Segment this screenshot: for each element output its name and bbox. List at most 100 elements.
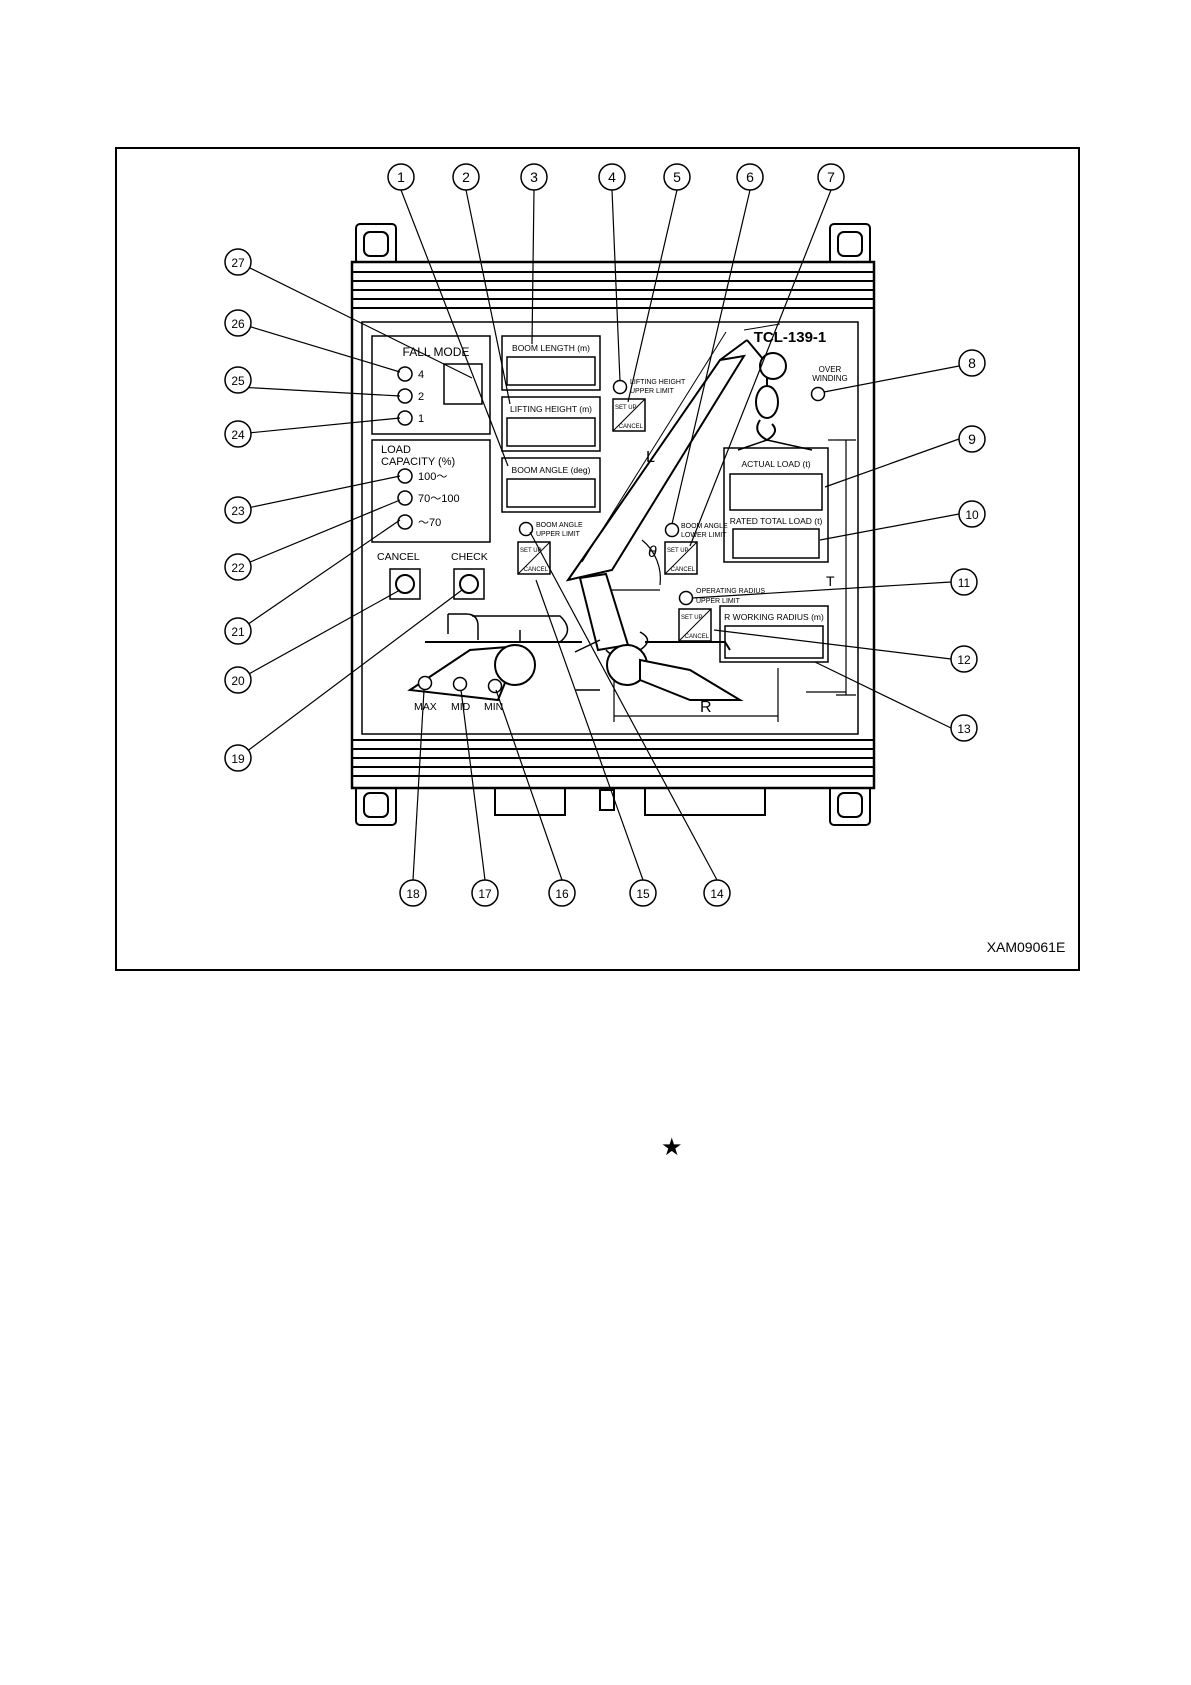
- lifting-height-upper-lamp: [612, 379, 628, 395]
- load-capacity-title-line1: LOAD: [381, 444, 411, 456]
- callout-26-label: 26: [231, 317, 245, 331]
- setup-label: SET UP: [667, 548, 689, 554]
- callout-9: [958, 425, 986, 453]
- operating-radius-upper-lamp: [678, 590, 694, 606]
- callout-13-label: 13: [957, 722, 971, 736]
- radius-symbol: R: [700, 699, 712, 716]
- callout-3: [520, 163, 548, 191]
- figure-frame: [115, 147, 1080, 971]
- callout-23-label: 23: [231, 504, 245, 518]
- callout-7: [817, 163, 845, 191]
- callout-12: [950, 645, 978, 673]
- load-100-label: 100～: [418, 471, 447, 483]
- fall-mode-1-lamp: [397, 410, 413, 426]
- mounting-tabs: [355, 223, 871, 826]
- callout-13: [950, 714, 978, 742]
- lifting-height-label: LIFTING HEIGHT (m): [510, 404, 592, 414]
- check-button-frame: [453, 568, 485, 600]
- star-icon: ★: [661, 1133, 683, 1161]
- callout-7-label: 7: [827, 169, 835, 185]
- callout-10: [958, 500, 986, 528]
- callout-15: [629, 879, 657, 907]
- figure-code: XAM09061E: [987, 939, 1066, 955]
- callout-10-label: 10: [965, 508, 979, 522]
- boom-angle-display: [506, 478, 596, 508]
- mid-lamp: [452, 676, 468, 692]
- min-lamp: [487, 678, 503, 694]
- load-capacity-title-line2: CAPACITY (%): [381, 456, 455, 468]
- height-symbol: T: [826, 573, 835, 589]
- fall-mode-4-lamp: [397, 366, 413, 382]
- callout-1-label: 1: [397, 169, 405, 185]
- callout-5: [663, 163, 691, 191]
- working-radius-label: R WORKING RADIUS (m): [724, 612, 824, 622]
- callout-4: [598, 163, 626, 191]
- fall-mode-display: [443, 363, 483, 405]
- callout-5-label: 5: [673, 169, 681, 185]
- lifting-height-upper-label-2: UPPER LIMIT: [630, 388, 675, 395]
- load-70-100-label: 70～100: [418, 493, 460, 505]
- callout-20-label: 20: [231, 674, 245, 688]
- cancel-check-group: CANCEL CHECK: [377, 551, 488, 600]
- callouts: 1 2 3 4 5 6 7 8 9 10 11 12 13 14 15 16 1…: [224, 163, 986, 907]
- load-displays: ACTUAL LOAD (t) RATED TOTAL LOAD (t): [723, 447, 829, 563]
- callout-9-label: 9: [968, 431, 976, 447]
- cancel-small-label: CANCEL: [619, 424, 644, 430]
- fall-mode-2-lamp: [397, 388, 413, 404]
- bottom-connectors: [494, 784, 766, 816]
- callout-22-label: 22: [231, 561, 245, 575]
- max-label: MAX: [414, 701, 437, 713]
- callout-2: [452, 163, 480, 191]
- boom-angle-upper-label-1: BOOM ANGLE: [536, 522, 583, 529]
- callout-17: [471, 879, 499, 907]
- setup-label: SET UP: [681, 615, 703, 621]
- check-button[interactable]: [459, 574, 479, 594]
- cancel-small-label: CANCEL: [685, 634, 710, 640]
- fall-mode-2-label: 2: [418, 391, 424, 403]
- cancel-button-label: CANCEL: [377, 551, 420, 563]
- callout-8: [958, 349, 986, 377]
- callout-18: [399, 879, 427, 907]
- setup-label: SET UP: [520, 548, 542, 554]
- rated-total-load-display: [732, 528, 820, 559]
- lifting-height-upper-label-1: LIFTING HEIGHT: [630, 379, 686, 386]
- boom-angle-symbol: θ: [648, 544, 657, 561]
- callout-17-label: 17: [478, 887, 492, 901]
- cancel-small-label: CANCEL: [671, 567, 696, 573]
- boom-angle-upper-group: BOOM ANGLE UPPER LIMIT SET UP CANCEL: [517, 521, 583, 575]
- setup-label: SET UP: [615, 405, 637, 411]
- cancel-button-frame: [389, 568, 421, 600]
- callout-6-label: 6: [746, 169, 754, 185]
- callout-25-label: 25: [231, 374, 245, 388]
- fall-mode-title: FALL MODE: [403, 345, 470, 359]
- min-label: MIN: [484, 701, 503, 713]
- callout-1: [387, 163, 415, 191]
- callout-24: [224, 420, 252, 448]
- over-winding-lamp: [810, 386, 826, 402]
- callout-11-label: 11: [958, 576, 971, 590]
- callout-23: [224, 496, 252, 524]
- over-winding-label-2: WINDING: [812, 374, 848, 383]
- callout-19-label: 19: [231, 752, 245, 766]
- callout-18-label: 18: [406, 887, 420, 901]
- cancel-button[interactable]: [395, 574, 415, 594]
- callout-21-label: 21: [231, 625, 245, 639]
- load-70-label: ～70: [418, 517, 441, 529]
- boom-length-label: BOOM LENGTH (m): [512, 343, 590, 353]
- callout-16-label: 16: [555, 887, 569, 901]
- boom-angle-lower-label-2: LOWER LIMIT: [681, 532, 727, 539]
- boom-angle-upper-label-2: UPPER LIMIT: [536, 531, 581, 538]
- boom-angle-upper-lamp: [518, 521, 534, 537]
- cancel-small-label: CANCEL: [524, 567, 549, 573]
- mid-label: MID: [451, 701, 471, 713]
- crane-illustration: [407, 323, 856, 722]
- model-name: TCL-139-1: [754, 329, 827, 346]
- bottom-fins: [352, 739, 874, 777]
- callout-26: [224, 309, 252, 337]
- lifting-height-display: [506, 417, 596, 447]
- callout-15-label: 15: [636, 887, 650, 901]
- fall-mode-1-label: 1: [418, 413, 424, 425]
- callout-11: [950, 568, 978, 596]
- load-capacity-group: LOAD CAPACITY (%) 100～ 70～100 ～70: [371, 439, 491, 543]
- operating-radius-upper-label-2: UPPER LIMIT: [696, 598, 741, 605]
